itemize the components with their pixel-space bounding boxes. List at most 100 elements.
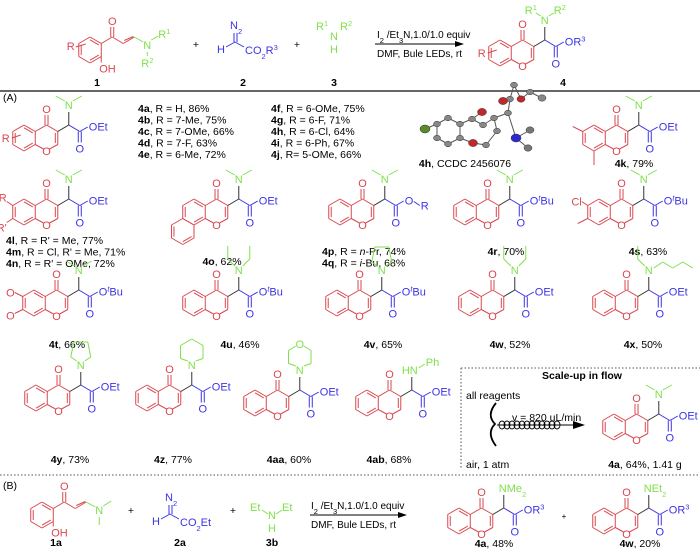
ring-oxygen: O [622,529,631,541]
bond [202,386,212,392]
bond [602,413,615,421]
bond [359,289,372,297]
label-part: 4e [138,149,150,161]
label-part: , R = [334,246,359,258]
r2: R2 [554,3,566,18]
bond [45,309,54,315]
label-part: , 60% [284,454,311,466]
label-part: , 77% [165,454,192,466]
label-part: CO [245,45,262,57]
amine-group: NEt2 [644,483,667,499]
bond [615,507,627,515]
crystal-atom [444,114,452,122]
label-part: 4z [154,454,165,466]
bond [171,237,183,245]
bond [30,521,43,529]
label-part: O [99,287,108,299]
bond [605,144,614,150]
bond [533,39,546,47]
ester-group: OtBu [99,284,123,299]
label-part: N,1.0/1.0 equiv [337,501,404,512]
label-part: 4q [322,258,334,270]
bond [659,509,669,515]
bond [464,198,477,206]
bond [193,218,206,226]
bond [672,261,684,269]
bond [514,509,524,515]
bond [124,36,134,41]
bond [158,384,170,392]
bond [33,289,46,297]
bond [182,309,195,317]
label-part: O [530,196,539,208]
flow-inlet-label: all reagents [466,390,520,402]
crystal-atom [419,124,431,134]
bond [453,218,466,226]
bond [603,527,616,535]
amine-nitrogen: N [541,15,549,27]
ring-oxygen: O [518,61,527,73]
bond [637,289,650,297]
bond [288,363,296,367]
bond [57,124,70,132]
bond [603,289,616,297]
compound-label: 4x, 50% [624,339,663,351]
bond [615,527,624,533]
ring-oxygen: O [355,311,364,323]
bond [476,198,488,206]
ester-oxygen: O [391,218,400,230]
amine-nitrogen: N [506,174,514,186]
label-part: 4v [364,339,376,351]
bond [193,292,204,299]
bond [603,510,614,517]
compound-label: 4l, R = R' = Me, 77% [6,235,103,247]
bond [581,201,589,206]
bond [249,291,259,297]
compound-label: 4q, R = i-Bu, 68% [322,258,405,270]
amine-nitrogen: N [65,100,73,112]
flow-atmosphere: air, 1 atm [466,459,509,471]
label-part: O [664,196,673,208]
label-part: 2 [562,3,566,12]
compound-label: 4y, 73% [51,454,90,466]
bond [615,289,627,297]
bond [180,384,193,392]
bond [503,289,516,297]
section-label: (A) [3,92,17,104]
carbonyl-oxygen: O [622,487,631,499]
bond [615,309,624,315]
bond [598,201,609,208]
ester-oxygen: O [418,409,427,421]
carbonyl-oxygen: O [52,269,61,281]
bond [310,391,320,397]
label-part: R [554,5,562,17]
label-part: 4x [624,339,636,351]
compound-label: 4z, 77% [154,454,192,466]
label-part: 2 [380,36,384,45]
bond [653,261,664,269]
ester-oxygen: O [655,527,664,539]
bond [392,291,402,297]
bond [496,169,507,176]
bond [647,169,658,176]
label-part: , R = H, 86% [150,103,210,115]
compound-label: 3 [331,77,337,89]
substituent: O [6,311,15,323]
label-part: R [266,45,274,57]
bond [254,389,267,397]
bond [219,309,229,315]
plus-sign: + [562,512,567,521]
bond [180,338,193,346]
r1: R1 [158,27,170,42]
label-part: , 66% [58,339,85,351]
ring-oxygen: O [212,311,221,323]
bond [464,218,477,226]
diazo-group: N2 [165,492,177,508]
bond [41,501,54,509]
bond [336,289,349,297]
ester-oxygen: O [551,59,560,71]
dotted-border [460,367,700,468]
bond [381,289,394,297]
bond [621,198,634,206]
bond [458,309,471,317]
